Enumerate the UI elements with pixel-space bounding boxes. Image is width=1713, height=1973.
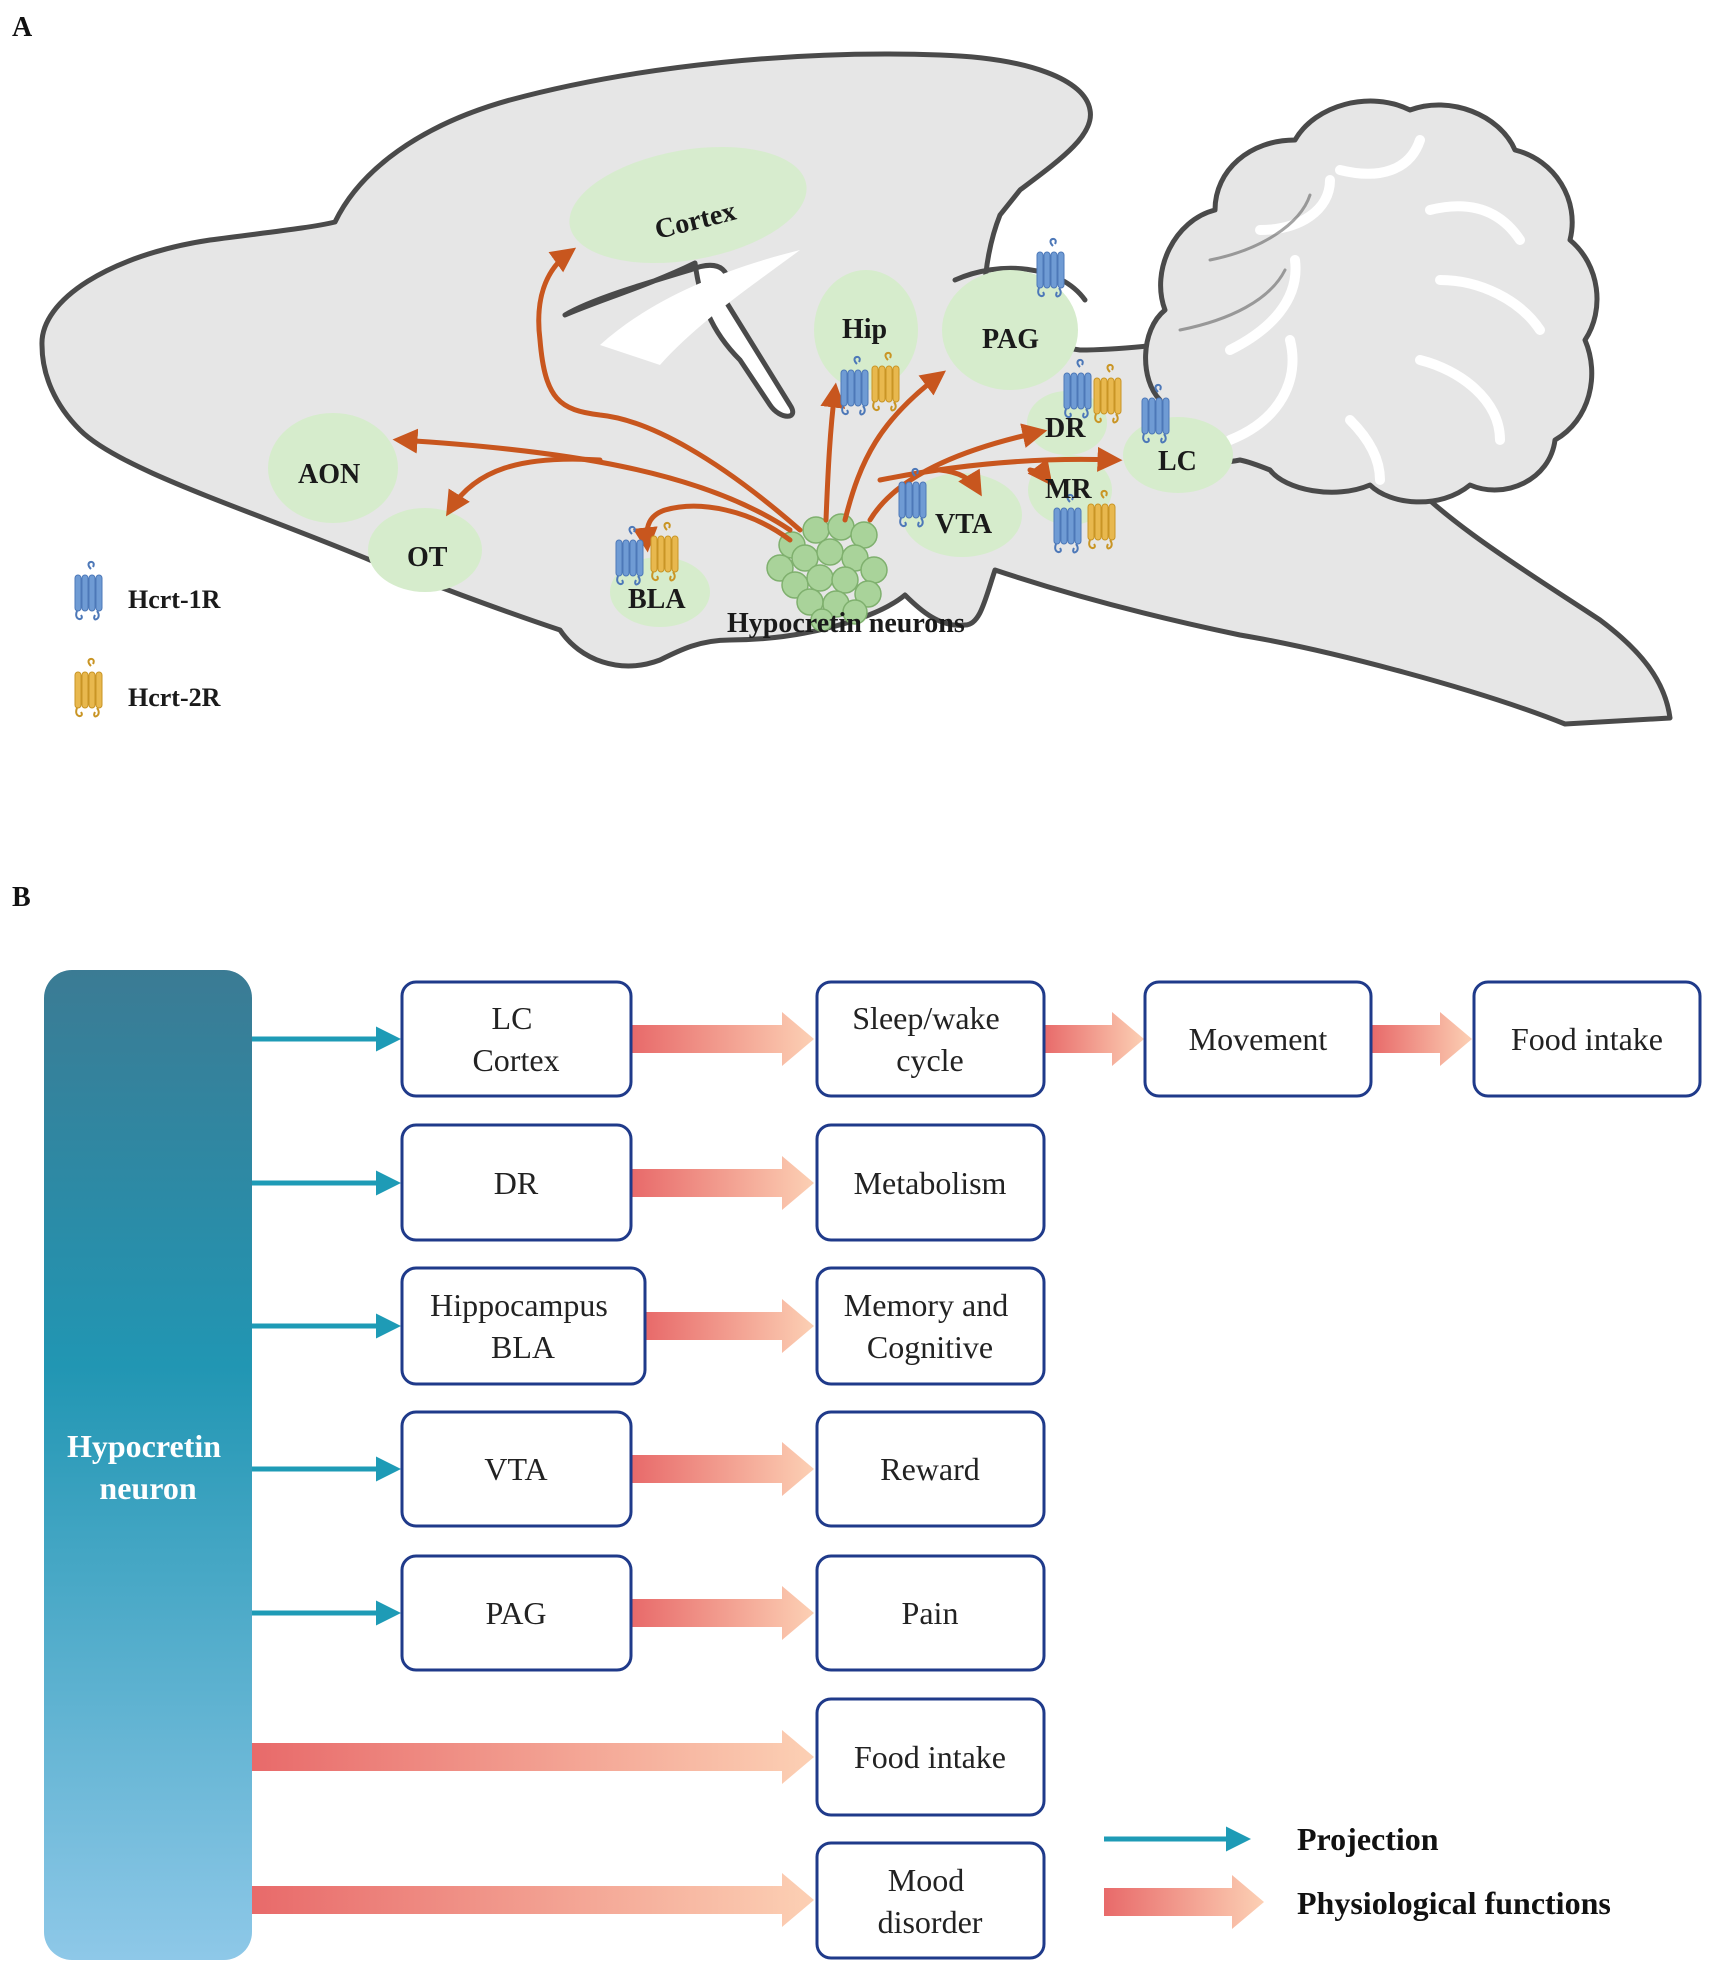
region-ot [368,508,482,592]
text-movement: Movement [1189,1021,1328,1057]
physiological-arrow-group [252,1012,1472,1927]
arrow-to-ot [446,456,603,517]
text-hippocampus-bla: Hippocampus BLA [430,1287,616,1365]
phys-arrow-dr-to-metabolism [632,1156,814,1210]
box-pag [400,1554,633,1672]
panel-b-letter: B [12,882,31,913]
arrow-to-cortex [536,247,803,533]
box-metabolism [815,1123,1046,1242]
box-pain [815,1554,1046,1672]
region-lc [1123,417,1233,493]
phys-arrow-hip-to-memory [646,1299,814,1353]
label-bla: BLA [628,584,686,615]
text-memory: Memory and Cognitive [844,1287,1016,1365]
box-movement [1143,980,1373,1098]
phys-arrow-lc-to-sleep [632,1012,814,1066]
region-aon [268,413,398,523]
ventricle-notch [562,260,795,419]
text-pag: PAG [485,1595,546,1631]
phys-arrow-vta-to-reward [632,1442,814,1496]
region-vta [902,473,1022,557]
text-reward: Reward [880,1451,980,1487]
key-projection-label: Projection [1297,1821,1439,1857]
arrow-to-hip [820,382,846,523]
label-vta: VTA [935,509,993,540]
cerebellum-folia [1225,135,1545,485]
text-sleep-wake: Sleep/wake cycle [852,1000,1008,1078]
cerebellum-folia-outline [1178,193,1312,332]
hypocretin-neuron-bar [44,970,252,1960]
label-pag: PAG [982,324,1039,355]
box-hippocampus-bla [400,1266,647,1386]
box-dr [400,1123,633,1242]
text-vta: VTA [484,1451,547,1487]
label-hypocretin-neurons: Hypocretin neurons [727,608,965,639]
label-ot: OT [407,542,448,573]
phys-arrow-pag-to-pain [632,1586,814,1640]
legend-hcrt1r-label: Hcrt-1R [128,585,221,614]
hypocretin-neuron-label: Hypocretin neuron [67,1428,229,1506]
hippocampal-fissure [600,250,800,365]
text-lc-cortex: LC Cortex [472,1000,559,1078]
text-metabolism: Metabolism [854,1165,1007,1201]
arrow-to-pag [842,370,946,523]
text-food-intake: Food intake [854,1739,1006,1775]
label-dr: DR [1045,413,1086,444]
box-memory [815,1266,1046,1386]
region-hip [814,270,918,390]
box-mood-disorder [815,1841,1046,1960]
key-physiological-label: Physiological functions [1297,1885,1611,1921]
brainstem-curve [952,265,1088,303]
phys-arrow-neuron-to-mood [252,1873,814,1927]
function-boxes [815,980,1702,1960]
phys-arrow-movement-to-food [1372,1012,1472,1066]
target-boxes [400,980,647,1672]
legend-hcrt1r-icon [74,560,103,621]
legend-hcrt2r-label: Hcrt-2R [128,683,221,712]
legend-hcrt2r-icon [74,657,103,718]
key-physiological-arrow [1104,1875,1264,1929]
arrow-to-mr [1027,458,1053,486]
label-mr: MR [1045,474,1092,505]
projection-arrow-group [252,1026,401,1626]
arrow-to-vta [937,467,982,497]
box-sleep-wake [815,980,1046,1098]
label-aon: AON [298,459,360,490]
arrow-to-aon [392,428,793,533]
text-food-intake-top: Food intake [1511,1021,1663,1057]
phys-arrow-neuron-to-food [252,1730,814,1784]
box-lc-cortex [400,980,633,1098]
label-lc: LC [1158,446,1197,477]
box-reward [815,1410,1046,1528]
arrow-to-bla [632,503,793,553]
text-dr: DR [494,1165,539,1201]
text-mood-disorder: Mood disorder [878,1862,983,1940]
label-hip: Hip [842,314,887,345]
arrow-to-dr [867,423,1048,523]
box-food-intake-top [1472,980,1702,1098]
box-food-intake [815,1697,1046,1817]
phys-arrow-sleep-to-movement [1044,1012,1144,1066]
box-vta [400,1410,633,1528]
region-pag [942,270,1078,390]
region-cortex [569,146,807,264]
text-pain: Pain [902,1595,959,1631]
panel-a-letter: A [12,12,33,43]
